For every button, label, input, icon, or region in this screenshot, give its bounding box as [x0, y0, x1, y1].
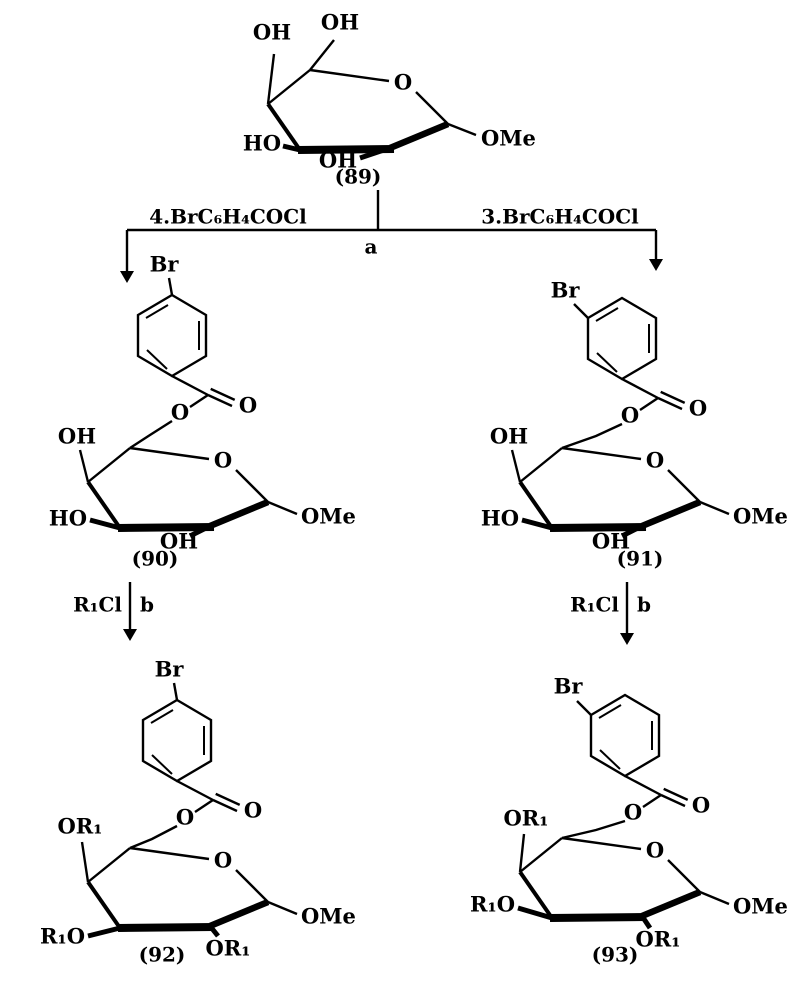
reaction-b-right: R₁Cl b	[570, 582, 651, 645]
c90-ester-o-label: O	[171, 400, 189, 425]
c93-ome-label: OMe	[733, 894, 788, 919]
bond	[188, 523, 212, 539]
c91-ome-label: OMe	[733, 504, 788, 529]
c93-carbonyl-o-label: O	[692, 793, 710, 818]
c91-carbonyl-o-label: O	[689, 396, 707, 421]
c90-br-label: Br	[150, 252, 180, 277]
c90-c3-ho-label: HO	[49, 506, 87, 531]
pyranose-ring	[88, 448, 268, 528]
c90-c4-oh-label: OH	[58, 424, 96, 449]
b-right-condition-label: b	[637, 593, 651, 617]
para-bromobenzoyl	[136, 276, 236, 409]
bond	[359, 145, 391, 161]
c89-c6-oh-label: OH	[321, 10, 359, 35]
c89-ring-oxygen-label: O	[394, 70, 412, 95]
bond	[129, 419, 173, 450]
bond	[87, 925, 121, 939]
c93-ester-o-label: O	[624, 800, 642, 825]
bond	[80, 841, 90, 883]
c89-ome-label: OMe	[481, 126, 536, 151]
c92-carbonyl-o-label: O	[244, 798, 262, 823]
c92-c3-r1o-label: R₁O	[40, 924, 85, 949]
bond	[267, 500, 298, 516]
c92-c4-or1-label: OR₁	[58, 814, 103, 839]
bond	[699, 890, 730, 906]
c90-c2-oh-label: OH	[160, 529, 198, 554]
c92-ester-o-label: O	[176, 805, 194, 830]
c93-ring-oxygen-label: O	[646, 838, 664, 863]
condition-a-label: a	[365, 235, 378, 259]
b-right-reagent-label: R₁Cl	[570, 593, 619, 617]
bond	[517, 905, 553, 921]
compound-91-number: (91)	[617, 547, 664, 571]
reagent-left-label: 4.BrC₆H₄COCl	[149, 205, 307, 229]
compound-90-number: (90)	[132, 547, 179, 571]
bond	[521, 517, 553, 531]
c91-c2-oh-label: OH	[592, 529, 630, 554]
meta-bromobenzoyl	[575, 693, 689, 809]
compound-89-number: (89)	[335, 165, 382, 189]
meta-bromobenzoyl	[572, 296, 686, 412]
c90-ring-oxygen-label: O	[214, 448, 232, 473]
c91-c3-ho-label: HO	[481, 506, 519, 531]
c92-br-label: Br	[155, 657, 185, 682]
bond	[699, 500, 730, 516]
bond	[208, 924, 220, 938]
bond	[282, 143, 301, 153]
bond	[309, 39, 335, 71]
compound-93-structure: Br O O OR₁ O R₁O OR₁ OMe (93)	[470, 674, 788, 967]
bond	[518, 833, 526, 873]
pyranose-ring	[88, 848, 268, 928]
pyranose-ring	[520, 838, 700, 918]
c92-c2-or1-label: OR₁	[206, 936, 251, 961]
c90-ome-label: OMe	[301, 504, 356, 529]
bond	[561, 819, 626, 840]
bond	[129, 824, 178, 850]
reaction-a: 4.BrC₆H₄COCl 3.BrC₆H₄COCl a	[120, 190, 663, 283]
compound-89-structure: OH OH O HO OH OMe (89)	[243, 10, 536, 189]
bond	[89, 517, 121, 531]
c91-c4-oh-label: OH	[490, 424, 528, 449]
c91-ester-o-label: O	[621, 403, 639, 428]
c91-br-label: Br	[551, 278, 581, 303]
c89-c4-oh-label: OH	[253, 20, 291, 45]
reaction-b-left: R₁Cl b	[73, 582, 154, 641]
c93-c3-r1o-label: R₁O	[470, 892, 515, 917]
c93-c2-or1-label: OR₁	[636, 927, 681, 952]
compound-92-number: (92)	[139, 943, 186, 967]
bond	[639, 914, 653, 930]
bond	[266, 53, 276, 105]
reagent-right-label: 3.BrC₆H₄COCl	[481, 205, 639, 229]
bond	[267, 900, 298, 916]
bond	[78, 449, 90, 483]
bond	[447, 122, 477, 137]
c91-ring-oxygen-label: O	[646, 448, 664, 473]
b-left-condition-label: b	[140, 593, 154, 617]
bond	[510, 449, 522, 483]
bond	[620, 523, 644, 539]
b-left-reagent-label: R₁Cl	[73, 593, 122, 617]
c89-c2-oh-label: OH	[319, 148, 357, 173]
para-bromobenzoyl	[141, 681, 241, 814]
c93-c4-or1-label: OR₁	[504, 806, 549, 831]
c93-br-label: Br	[554, 674, 584, 699]
compound-92-structure: Br O O OR₁ O R₁O OR₁ OMe (92)	[40, 657, 356, 967]
c92-ome-label: OMe	[301, 904, 356, 929]
pyranose-ring	[520, 448, 700, 528]
c90-carbonyl-o-label: O	[239, 393, 257, 418]
c89-c3-ho-label: HO	[243, 131, 281, 156]
bond	[561, 422, 623, 450]
c92-ring-oxygen-label: O	[214, 848, 232, 873]
pyranose-ring	[268, 70, 448, 150]
compound-93-number: (93)	[592, 943, 639, 967]
compound-90-structure: Br O O OH O HO OH OMe (90)	[49, 252, 356, 571]
compound-91-structure: Br O O OH O HO OH OMe (91)	[481, 278, 788, 571]
